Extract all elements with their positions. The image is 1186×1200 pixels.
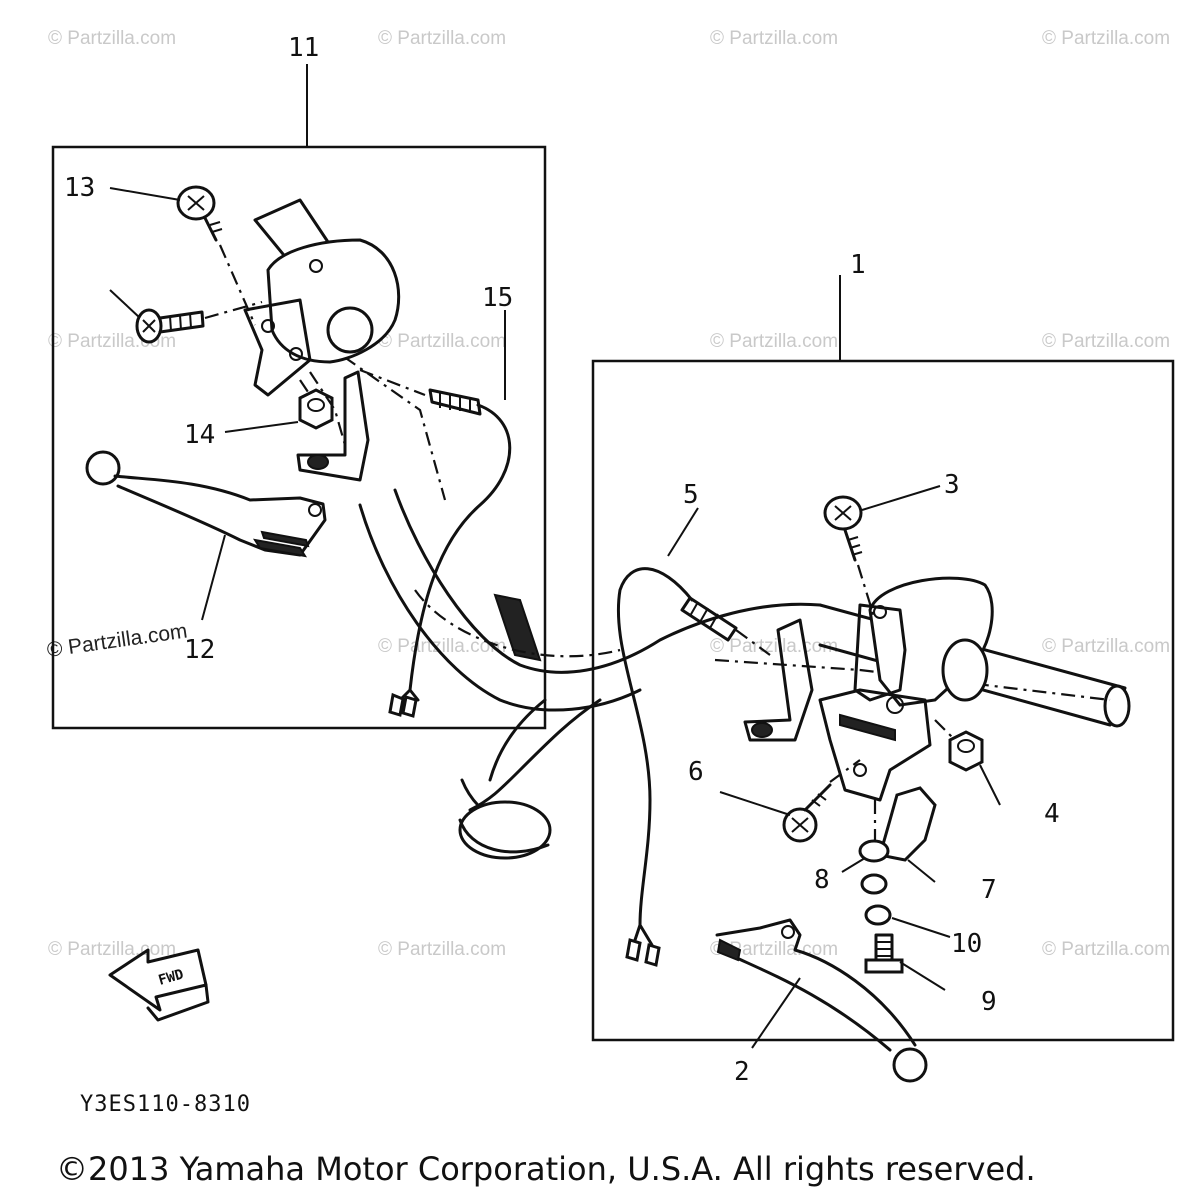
- watermark: © Partzilla.com: [1042, 331, 1170, 352]
- fwd-label: FWD: [157, 966, 186, 988]
- bracket-7: [878, 786, 937, 862]
- callout-2: 2: [734, 1057, 750, 1087]
- switch-cable-5: [616, 567, 771, 967]
- watermark: © Partzilla.com: [1042, 939, 1170, 960]
- callout-1: 1: [850, 250, 866, 280]
- lever-holder-assembly-11: [85, 185, 512, 718]
- callout-12: 12: [184, 635, 215, 665]
- watermark-dark: © Partzilla.com: [45, 619, 188, 661]
- clamp-bore-right: [941, 638, 989, 702]
- callout-13: 13: [64, 173, 95, 203]
- watermark: © Partzilla.com: [378, 939, 506, 960]
- callout-7: 7: [981, 875, 997, 905]
- bolt-9: [864, 933, 904, 974]
- switch-bracket: [296, 370, 370, 482]
- forward-arrow-icon: FWD: [108, 948, 210, 1022]
- screw-13: [176, 185, 257, 326]
- watermark: © Partzilla.com: [378, 331, 506, 352]
- nut-4: [934, 719, 984, 772]
- watermark: © Partzilla.com: [710, 331, 838, 352]
- copyright-notice: ©2013 Yamaha Motor Corporation, U.S.A. A…: [56, 1150, 1036, 1188]
- callout-10: 10: [951, 929, 982, 959]
- switch-bracket-right: [743, 618, 814, 742]
- callout-8: 8: [814, 865, 830, 895]
- diagram-code: Y3ES110-8310: [80, 1092, 251, 1117]
- lever-2: [715, 918, 928, 1083]
- collar: [860, 873, 888, 895]
- callout-11: 11: [288, 33, 319, 63]
- callout-3: 3: [944, 470, 960, 500]
- screw-6: [782, 759, 861, 843]
- switch-cable-15: [359, 368, 512, 718]
- watermark: © Partzilla.com: [48, 939, 176, 960]
- watermarks: © Partzilla.com © Partzilla.com © Partzi…: [45, 28, 1170, 960]
- callout-9: 9: [981, 987, 997, 1017]
- callout-14: 14: [184, 420, 215, 450]
- watermark: © Partzilla.com: [1042, 636, 1170, 657]
- box-assembly-11: [51, 145, 547, 730]
- watermark: © Partzilla.com: [710, 28, 838, 49]
- leader-lines: [109, 64, 1001, 1049]
- holder-bracket: [243, 298, 312, 397]
- box-assembly-1: [591, 359, 1175, 1042]
- watermark: © Partzilla.com: [48, 28, 176, 49]
- callout-4: 4: [1044, 799, 1060, 829]
- washer-10: [864, 904, 892, 926]
- watermark: © Partzilla.com: [378, 636, 506, 657]
- clamp-bore: [326, 306, 374, 354]
- callout-5: 5: [683, 480, 699, 510]
- watermark: © Partzilla.com: [378, 28, 506, 49]
- handlebar: [319, 339, 1131, 860]
- callout-6: 6: [688, 757, 704, 787]
- holder-base-right: [818, 688, 932, 802]
- watermark: © Partzilla.com: [1042, 28, 1170, 49]
- callout-15: 15: [482, 283, 513, 313]
- washer-8: [858, 839, 890, 863]
- callouts: 11 1 13 15 14 12 3 5 4 6 8 7 10 9 2: [64, 33, 1060, 1087]
- lever-holder-assembly-1: [616, 495, 994, 1083]
- screw-3: [823, 495, 877, 621]
- screw-16: [135, 300, 263, 344]
- lever-12: [85, 450, 327, 558]
- nut-14: [298, 379, 334, 430]
